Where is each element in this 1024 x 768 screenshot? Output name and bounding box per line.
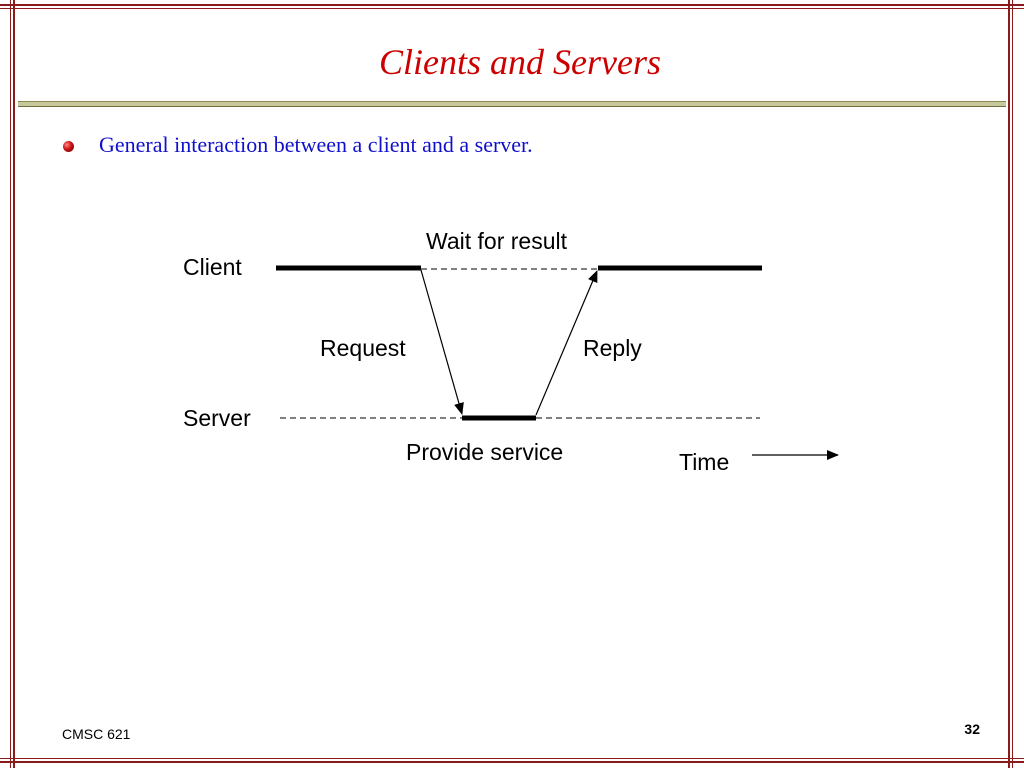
slide-title: Clients and Servers [379, 42, 661, 82]
frame-line [0, 8, 1024, 9]
title-divider [18, 101, 1006, 107]
bullet-text: General interaction between a client and… [99, 132, 533, 157]
frame-line [0, 4, 1024, 6]
frame-line [0, 761, 1024, 763]
client-label: Client [183, 254, 242, 280]
frame-line [0, 758, 1024, 759]
wait-for-result-label: Wait for result [426, 228, 568, 254]
bullet-icon [63, 141, 74, 152]
time-label: Time [679, 449, 729, 475]
request-label: Request [320, 335, 406, 361]
frame-line [1012, 0, 1013, 768]
reply-label: Reply [583, 335, 642, 361]
frame-line [10, 0, 11, 768]
provide-service-label: Provide service [406, 439, 563, 465]
request-arrow [420, 269, 464, 415]
page-number: 32 [964, 721, 980, 737]
frame-line [13, 0, 15, 768]
frame-line [1008, 0, 1010, 768]
course-label: CMSC 621 [62, 726, 131, 742]
reply-arrow [535, 270, 598, 416]
server-label: Server [183, 405, 251, 431]
